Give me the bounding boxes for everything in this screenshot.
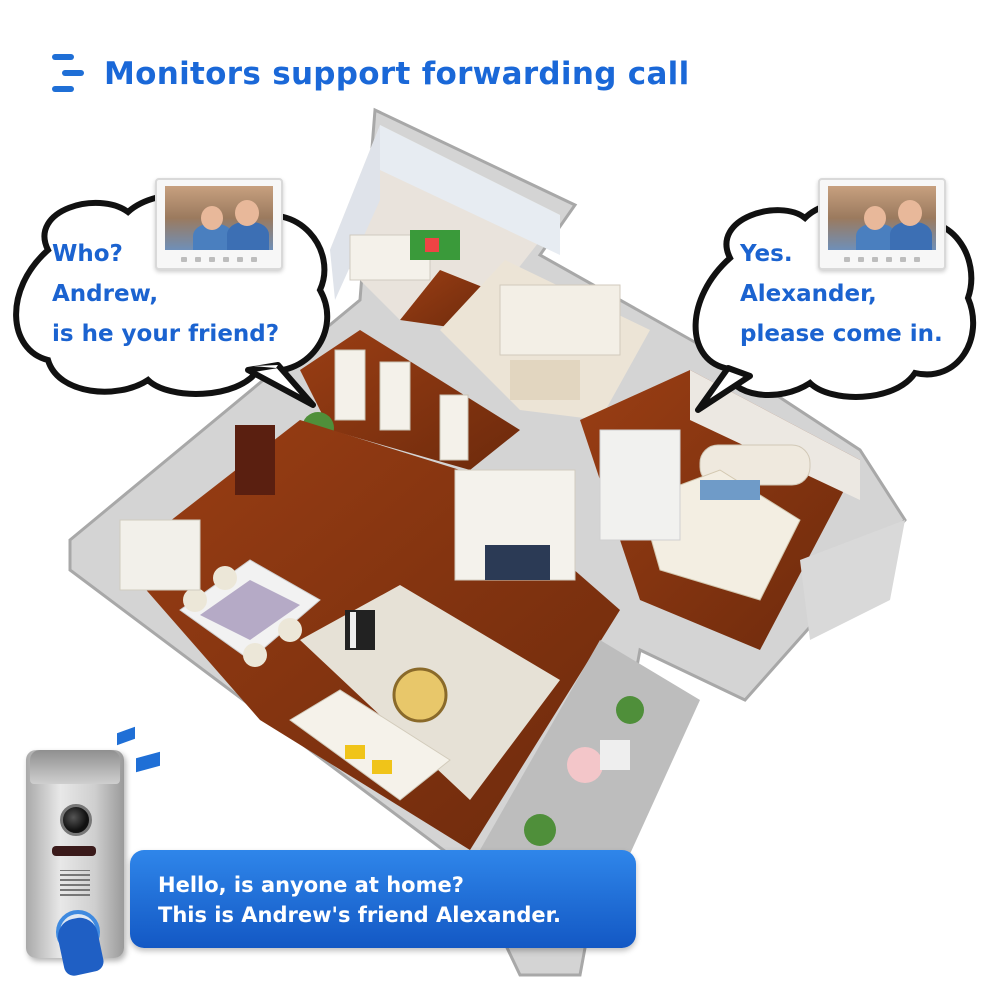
left-bubble-text: Who? Andrew, is he your friend? [52, 234, 279, 354]
left-bubble-line: Who? [52, 241, 123, 267]
doorbell-hood [30, 750, 120, 784]
bathroom [800, 520, 905, 640]
doorbell-message-line: This is Andrew's friend Alexander. [158, 903, 561, 927]
bed-pillows [700, 480, 760, 500]
right-bubble-line: Alexander, [740, 281, 877, 307]
door [334, 349, 366, 421]
infrared-sensor [52, 846, 96, 856]
bedroom-wall [690, 370, 860, 500]
cabinet [119, 519, 201, 591]
menu-lines-icon [48, 50, 88, 98]
speaker-grille [60, 870, 90, 896]
entry-door [235, 425, 275, 495]
coffee-table [392, 667, 448, 723]
doorbell-message-line: Hello, is anyone at home? [158, 873, 464, 897]
left-bubble-line: Andrew, [52, 281, 159, 307]
indoor-monitor-icon [818, 178, 946, 270]
sofa [289, 689, 451, 801]
header: Monitors support forwarding call [48, 44, 690, 104]
kids-room-wall [330, 125, 380, 300]
monitor-buttons [181, 257, 257, 263]
tv [485, 545, 550, 580]
right-bubble-line: Yes. [740, 241, 793, 267]
right-bubble-text: Yes. Alexander, please come in. [740, 234, 943, 354]
monitor-screen [165, 186, 273, 250]
doorbell-speech-box: Hello, is anyone at home? This is Andrew… [130, 850, 636, 948]
monitor-buttons [844, 257, 920, 263]
camera-lens-icon [60, 804, 92, 836]
left-bubble-line: is he your friend? [52, 321, 280, 347]
page-title: Monitors support forwarding call [104, 56, 690, 92]
indoor-monitor-icon [155, 178, 283, 270]
kitchen-cabinets [499, 284, 621, 356]
monitor-screen [828, 186, 936, 250]
right-bubble-line: please come in. [740, 321, 943, 347]
